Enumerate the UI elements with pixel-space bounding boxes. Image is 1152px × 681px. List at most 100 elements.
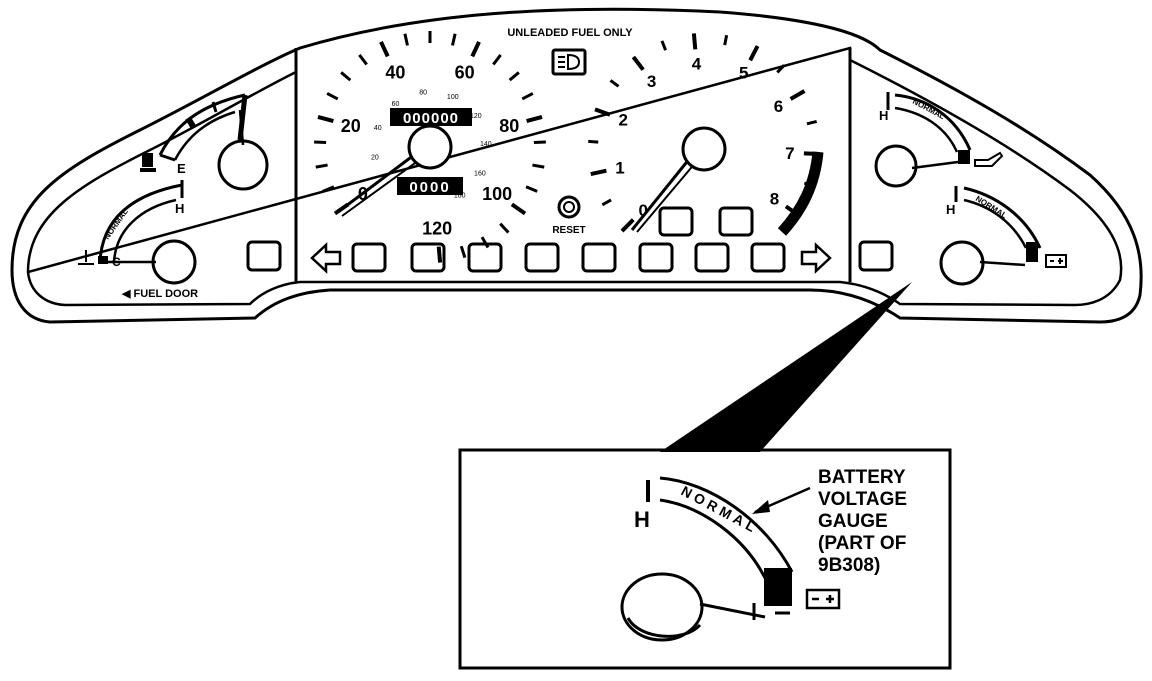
fuel-door-label: ◀ FUEL DOOR (121, 288, 198, 300)
speedometer-tick (499, 222, 510, 234)
warning-lamp (351, 242, 387, 273)
speedometer-kmh-label: 60 (392, 101, 400, 108)
speedometer-kmh-label: 100 (447, 94, 459, 101)
callout-hot-label: H (634, 507, 650, 532)
tachometer-label: 8 (770, 189, 779, 208)
speedometer-tick (379, 41, 390, 58)
speedometer-tick (526, 115, 543, 124)
speedometer-kmh-label: 120 (470, 113, 482, 120)
callout-battery-icon (805, 588, 841, 610)
tachometer-redline-band (777, 151, 824, 236)
oil-gauge-hub (874, 144, 918, 188)
speedometer-mph-label: 60 (455, 63, 475, 83)
tachometer-tick (601, 198, 612, 207)
coolant-gauge-hub (151, 239, 197, 285)
warning-lamp (858, 240, 894, 272)
speedometer-needle (337, 150, 419, 214)
warning-lamp-row (246, 206, 894, 274)
caption-line: GAUGE (818, 511, 888, 532)
callout-gauge-low-band (764, 568, 792, 606)
tachometer-tick (776, 64, 786, 74)
speedometer-tick (532, 163, 545, 169)
battery-icon (1045, 254, 1067, 268)
odometer-value: 000000 (403, 110, 459, 127)
speedometer-tick (508, 71, 520, 82)
fuel-gauge-hub (217, 139, 269, 191)
fuel-gauge: E (140, 93, 269, 191)
warning-lamp (410, 242, 446, 273)
tachometer-hub (681, 126, 727, 172)
warning-lamp (467, 242, 503, 273)
speedometer-tick (459, 245, 467, 259)
caption-line: (PART OF (818, 533, 906, 554)
coolant-temp-icon (78, 250, 94, 265)
caption-line: 9B308) (818, 555, 880, 576)
fuel-empty-label: E (177, 161, 186, 176)
tachometer-tick (594, 107, 611, 117)
speedometer-tick (492, 54, 502, 66)
coolant-normal-label: NORMAL (102, 207, 130, 241)
warning-lamp (694, 242, 730, 273)
tachometer-ticks (588, 33, 820, 233)
tachometer-label: 1 (615, 159, 624, 178)
tachometer-tick (660, 40, 667, 51)
tachometer-tick (723, 34, 729, 46)
speedometer-tick (314, 140, 327, 144)
odometer-display: 000000 (390, 108, 472, 127)
speedometer-mph-label: 100 (482, 184, 512, 204)
speedometer-kmh-label: 20 (371, 155, 379, 162)
speedometer-mph-label: 120 (422, 219, 452, 239)
caption-line: VOLTAGE (818, 489, 907, 510)
tachometer-tick (609, 79, 620, 88)
speedometer-tick (510, 202, 527, 216)
warning-lamp (524, 242, 560, 273)
callout-caption: BATTERY VOLTAGE GAUGE (PART OF 9B308) (818, 467, 907, 576)
cluster-outer-outline (10, 7, 1143, 324)
speedometer-mph-label: 40 (385, 63, 405, 83)
speedometer-tick (533, 140, 546, 144)
tachometer-needle (630, 157, 692, 231)
tachometer-tick (748, 45, 760, 62)
warning-lamp (750, 242, 786, 273)
speedometer-tick (451, 33, 457, 46)
headlight-indicator-icon (551, 48, 587, 76)
tachometer-tick (806, 119, 818, 126)
speedometer-tick (470, 41, 481, 58)
trip-display: 0000 (397, 177, 463, 196)
speedometer-tick (326, 92, 339, 101)
reset-label: RESET (552, 225, 585, 236)
speedometer-kmh-label: 40 (374, 125, 382, 132)
warning-lamp (581, 242, 617, 273)
callout-gauge-hub (620, 572, 704, 642)
speedometer-tick (317, 115, 334, 124)
tachometer-tick (620, 218, 635, 233)
coolant-hot-label: H (175, 201, 184, 216)
trip-reset-button[interactable]: RESET (552, 195, 586, 236)
tachometer-label: 6 (774, 97, 783, 116)
coolant-gauge: NORMAL H C ◀ FUEL DOOR (78, 180, 198, 300)
fuel-gauge-arc (158, 93, 246, 156)
callout-gauge-inner-arc (659, 498, 767, 579)
left-turn-signal-icon (310, 242, 342, 274)
trip-value: 0000 (409, 179, 450, 196)
tachometer-label: 0 (638, 201, 647, 220)
speedometer-ticks (314, 31, 546, 263)
tachometer-label: 2 (618, 111, 627, 130)
speedometer-kmh-label: 180 (454, 192, 466, 199)
oil-can-icon (974, 151, 1004, 167)
warning-lamp (658, 206, 694, 237)
speedometer-tick (525, 185, 538, 193)
callout-pointer (660, 282, 912, 452)
warning-lamp (246, 240, 282, 272)
speedometer-tick (480, 236, 490, 249)
speedometer-kmh-label: 160 (474, 170, 486, 177)
speedometer-mph-label: 20 (341, 116, 361, 136)
tachometer-label: 3 (647, 72, 656, 91)
tachometer-tick (631, 55, 645, 71)
speedometer-tick (436, 246, 443, 263)
